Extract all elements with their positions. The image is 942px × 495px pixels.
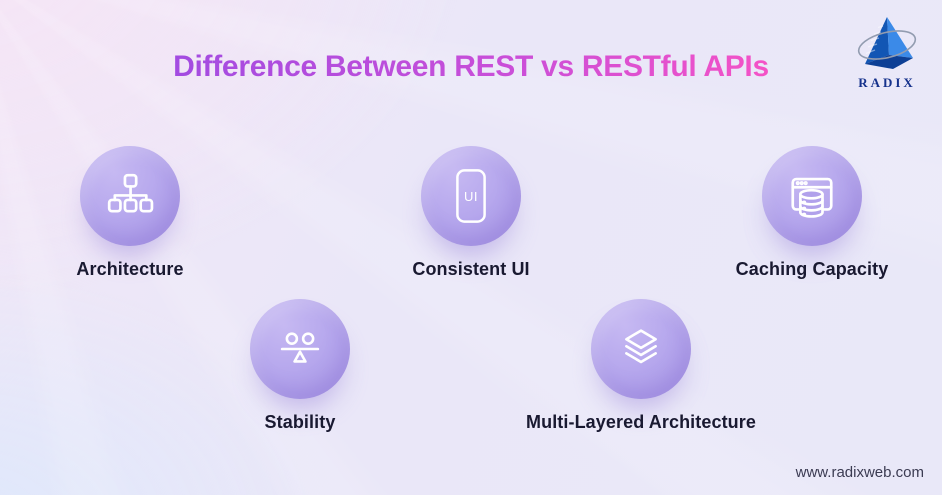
page-title: Difference Between REST vs RESTful APIs — [0, 50, 942, 84]
feature-label: Multi-Layered Architecture — [526, 412, 756, 432]
feature-label: Stability — [264, 412, 336, 432]
feature-circle — [591, 299, 691, 399]
feature-item-consistent-ui: UI Consistent UI — [321, 146, 621, 280]
browser-database-icon — [784, 168, 840, 224]
feature-circle — [762, 146, 862, 246]
feature-item-multi-layered-architecture: Multi-Layered Architecture — [491, 299, 791, 433]
feature-circle — [80, 146, 180, 246]
balance-scale-icon — [274, 323, 326, 375]
feature-label: Architecture — [76, 259, 184, 279]
feature-item-architecture: Architecture — [0, 146, 280, 280]
feature-item-caching-capacity: Caching Capacity — [662, 146, 942, 280]
radix-logo-text: RADIX — [858, 75, 916, 90]
radix-pyramid-icon — [848, 14, 926, 74]
website-url: www.radixweb.com — [795, 464, 924, 481]
feature-item-stability: Stability — [150, 299, 450, 433]
feature-circle: UI — [421, 146, 521, 246]
svg-text:UI: UI — [464, 189, 478, 204]
feature-label: Consistent UI — [412, 259, 530, 279]
feature-circle — [250, 299, 350, 399]
sitemap-icon — [103, 169, 157, 223]
radix-logo: RADIX — [848, 14, 926, 91]
feature-label: Caching Capacity — [735, 259, 889, 279]
phone-ui-icon: UI — [456, 169, 486, 223]
layers-icon — [615, 323, 667, 375]
